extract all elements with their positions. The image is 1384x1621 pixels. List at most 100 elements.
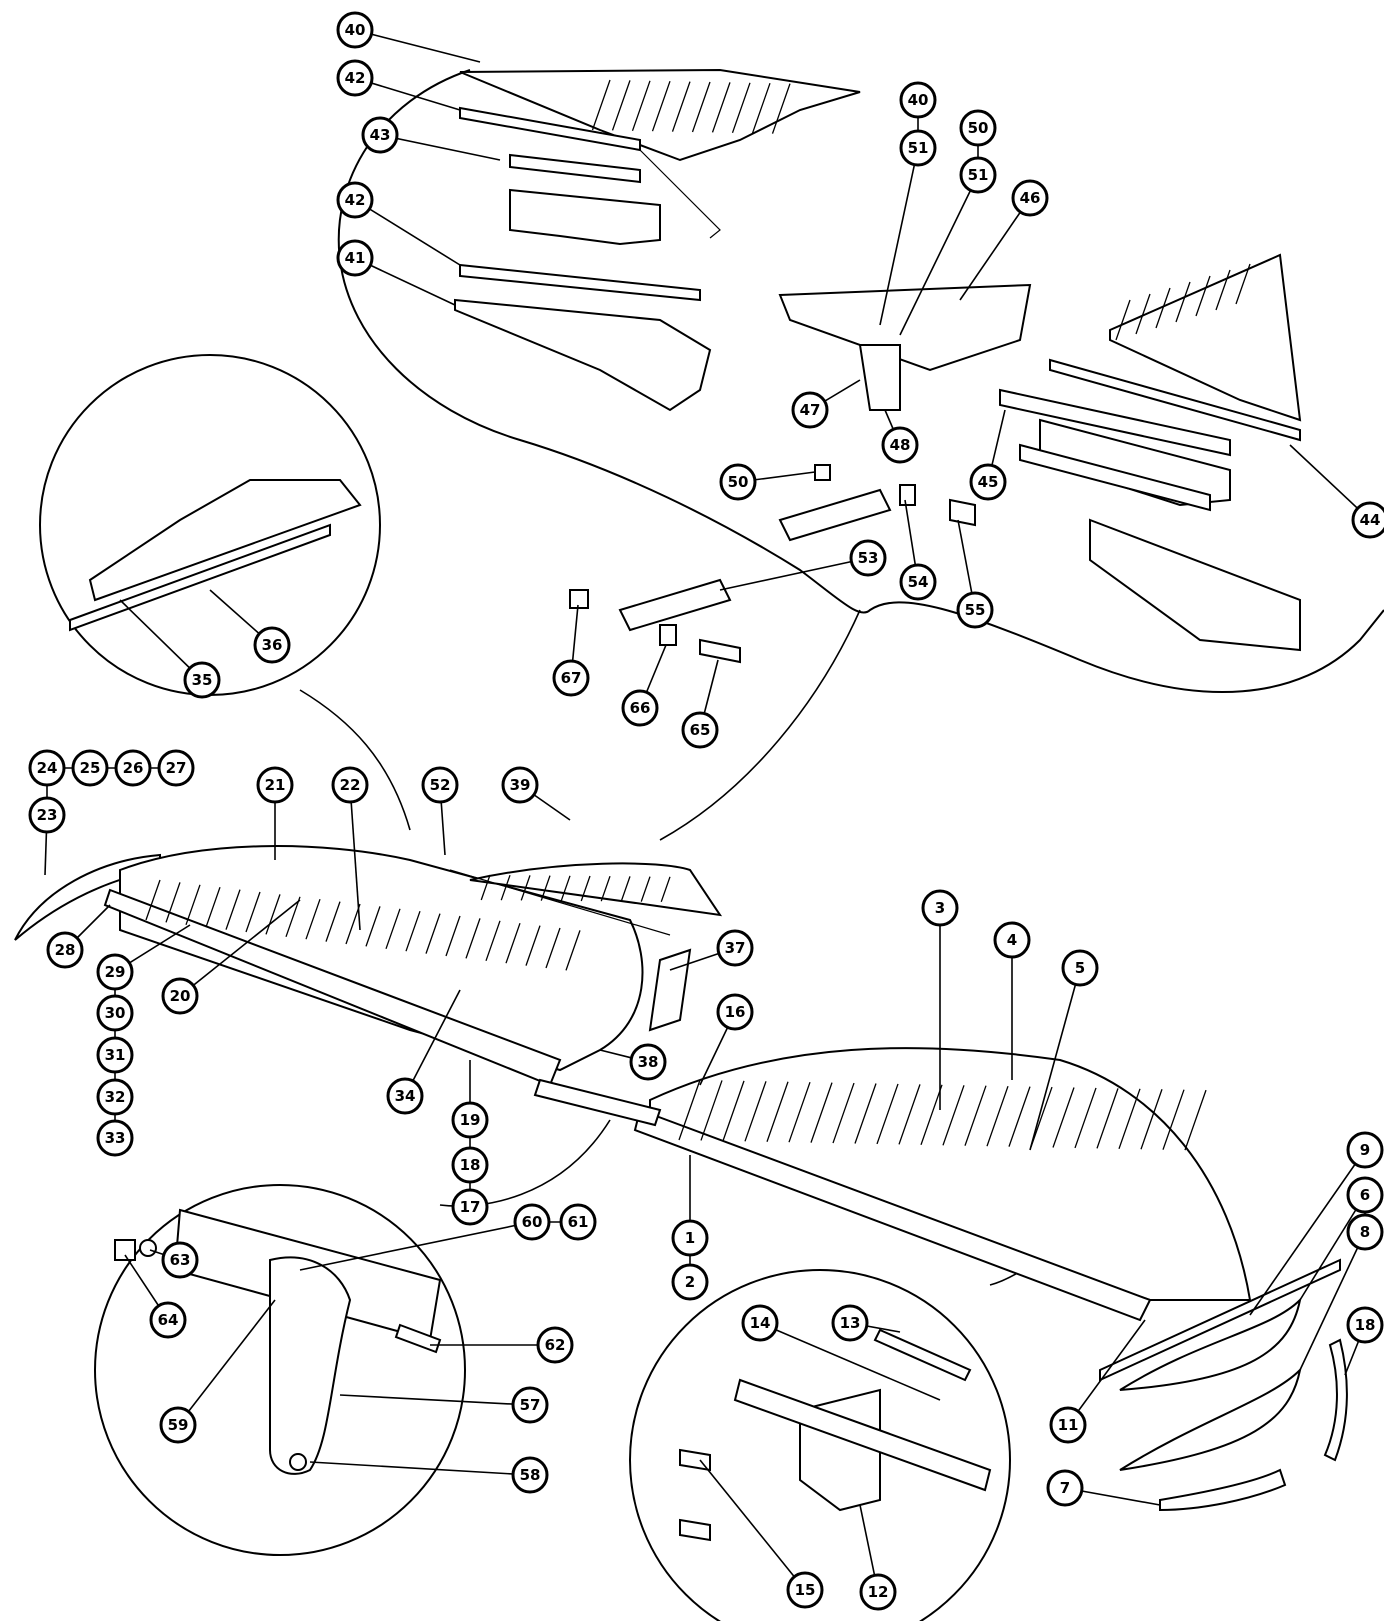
skin-rib-right [964, 1085, 987, 1146]
fitting-57 [269, 1256, 352, 1475]
skin-rib-right [1162, 1089, 1185, 1150]
leader-line-c5 [1029, 967, 1081, 1151]
callout-circle [149, 1301, 187, 1339]
skin-rib-40 [611, 80, 631, 131]
callout-number: 36 [262, 636, 283, 654]
callout-number: 60 [522, 1213, 543, 1231]
skin-rib-39 [480, 874, 491, 901]
callout-circle [253, 626, 291, 664]
callout-number: 19 [460, 1111, 481, 1129]
callout-number: 66 [630, 699, 651, 717]
callout-c17: 17 [451, 1188, 489, 1226]
callout-c23: 23 [28, 796, 66, 834]
skin-rib-left [405, 910, 421, 952]
callout-c47: 47 [791, 391, 829, 429]
callout-circle [361, 116, 399, 154]
skin-rib-44 [1215, 269, 1231, 311]
callout-c65: 65 [681, 711, 719, 749]
callout-number: 4 [1007, 931, 1017, 949]
callout-circle [157, 749, 195, 787]
callout-number: 1 [685, 1229, 695, 1247]
skin-rib-right [788, 1081, 811, 1143]
leader-line-c51a [879, 147, 919, 326]
callout-number: 63 [170, 1251, 191, 1269]
leader-line-c42b [354, 199, 461, 266]
callout-c41: 41 [336, 239, 374, 277]
callout-circle [671, 1219, 709, 1257]
callout-circle [96, 1119, 134, 1157]
callout-number: 57 [520, 1396, 541, 1414]
actuator-parts [569, 464, 976, 664]
callout-circle [1049, 1406, 1087, 1444]
skin-rib-40 [711, 82, 731, 133]
callout-circle [336, 239, 374, 277]
callout-number: 21 [265, 776, 286, 794]
callout-labels: 4042434241405150514647484544505354556766… [28, 11, 1384, 1611]
detail-link-upper [659, 609, 861, 841]
callout-circle [28, 796, 66, 834]
callout-c67: 67 [552, 659, 590, 697]
callout-c66: 66 [621, 689, 659, 727]
callout-c9: 9 [1346, 1131, 1384, 1169]
skin-rib-40 [771, 83, 791, 134]
callout-circle [161, 977, 199, 1015]
bolt-65 [699, 638, 741, 664]
callout-c25: 25 [71, 749, 109, 787]
wing-skin-4 [649, 1047, 1252, 1301]
skin-rib-right [1096, 1088, 1119, 1149]
skin-rib-40 [631, 80, 651, 132]
callout-number: 43 [370, 126, 391, 144]
skin-rib-right [920, 1084, 943, 1146]
callout-c8: 8 [1346, 1213, 1384, 1251]
callout-circle [114, 749, 152, 787]
skin-rib-right [832, 1082, 855, 1144]
callout-c27: 27 [157, 749, 195, 787]
callout-number: 22 [340, 776, 361, 794]
callout-number: 16 [725, 1003, 746, 1021]
skin-rib-right [898, 1084, 921, 1145]
callout-c45: 45 [969, 463, 1007, 501]
skin-rib-40 [591, 79, 611, 131]
skin-rib-right [876, 1083, 899, 1145]
callout-c51a: 51 [899, 129, 937, 167]
skin-rib-right [722, 1080, 745, 1142]
callout-c1: 1 [671, 1219, 709, 1257]
callout-circle [681, 711, 719, 749]
callout-number: 40 [908, 91, 929, 109]
callout-number: 25 [80, 759, 101, 777]
skin-rib-right [678, 1079, 701, 1141]
callout-c20: 20 [161, 977, 199, 1015]
callout-c13: 13 [831, 1304, 869, 1342]
leader-line-c22 [349, 784, 361, 931]
callout-number: 12 [868, 1583, 889, 1601]
callout-circle [386, 1077, 424, 1115]
strip-43-a [509, 153, 641, 184]
callout-circle [336, 59, 374, 97]
skin-rib-left [565, 930, 581, 971]
skin-rib-left [505, 922, 521, 964]
skin-rib-left [265, 894, 281, 935]
callout-number: 61 [568, 1213, 589, 1231]
callout-number: 33 [105, 1129, 126, 1147]
strip-top-long [639, 149, 721, 239]
leader-line-c40a [354, 29, 481, 63]
callout-circle [881, 426, 919, 464]
callout-number: 48 [890, 436, 911, 454]
hinge-detail-parts [69, 479, 362, 632]
callout-number: 51 [908, 139, 929, 157]
nut-50 [814, 464, 831, 481]
callout-number: 42 [345, 191, 366, 209]
callout-circle [559, 1203, 597, 1241]
strip-43-b [509, 188, 661, 246]
callout-c50b: 50 [719, 463, 757, 501]
callout-c59: 59 [159, 1406, 197, 1444]
skin-rib-39 [640, 876, 651, 902]
callout-circle [96, 953, 134, 991]
callout-circle [899, 81, 937, 119]
skin-rib-right [810, 1082, 833, 1143]
leader-line-c6 [1299, 1194, 1366, 1301]
callout-circle [629, 1043, 667, 1081]
callout-c44: 44 [1351, 501, 1384, 539]
callout-c50a: 50 [959, 109, 997, 147]
callout-number: 46 [1020, 189, 1041, 207]
